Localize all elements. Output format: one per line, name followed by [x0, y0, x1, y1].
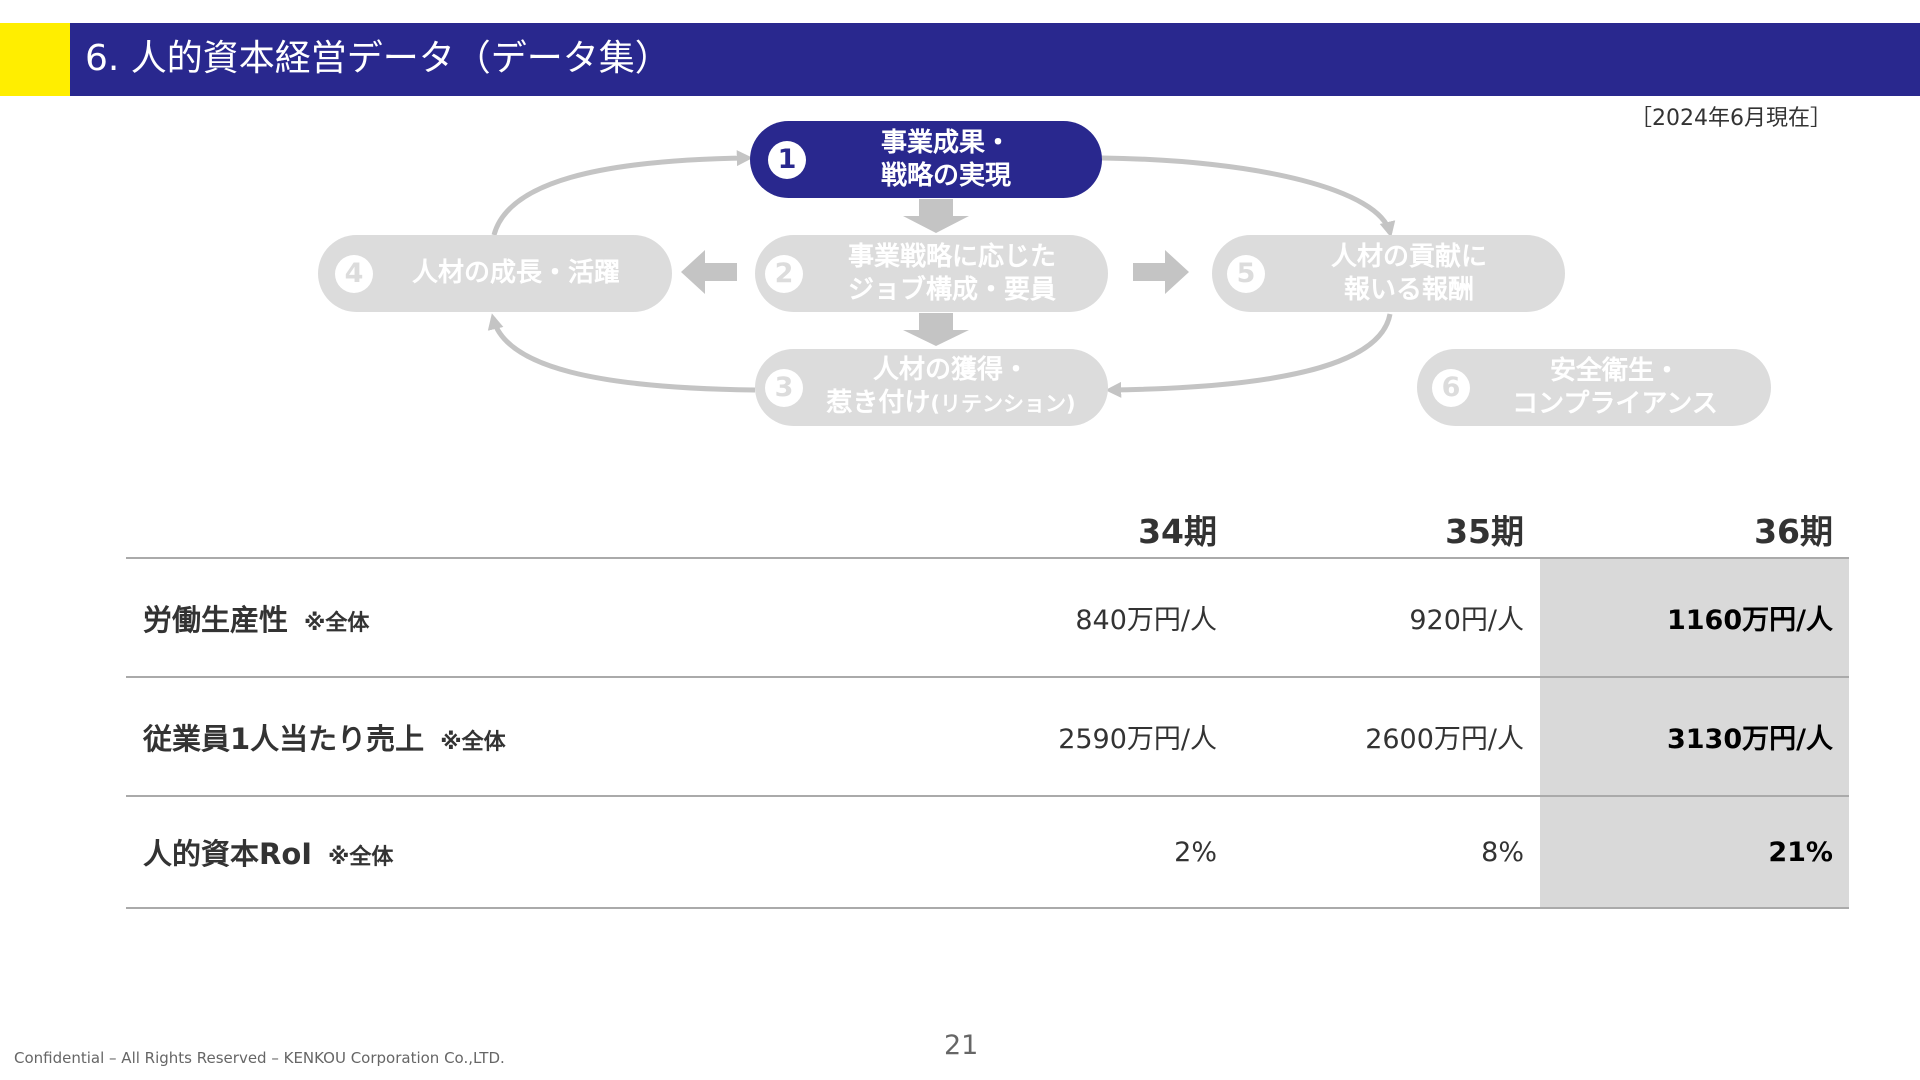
metric-name: 労働生産性	[143, 602, 289, 637]
metric-label: 従業員1人当たり売上 ※全体	[126, 677, 926, 797]
node-label-line2: 戦略の実現	[880, 160, 1011, 191]
node-safety-compliance: 6 安全衛生・ コンプライアンス	[1417, 349, 1771, 426]
page-title: 6. 人的資本経営データ（データ集）	[85, 38, 671, 79]
table-cell: 2590万円/人	[926, 677, 1233, 797]
number-badge: 6	[1432, 369, 1470, 407]
as-of-date: ［2024年6月現在］	[1630, 106, 1832, 131]
number-badge: 2	[765, 255, 803, 293]
arrow-5-to-3	[1105, 313, 1393, 398]
table-cell: 840万円/人	[926, 558, 1233, 678]
table-cell: 2600万円/人	[1233, 677, 1540, 797]
node-business-results: 1 事業成果・ 戦略の実現	[750, 121, 1102, 198]
number-badge: 3	[765, 369, 803, 407]
table-cell: 920円/人	[1233, 558, 1540, 678]
table-cell: 8%	[1233, 796, 1540, 909]
arrow-2-to-4	[681, 250, 737, 294]
header-metric	[126, 500, 926, 559]
node-talent-growth: 4 人材の成長・活躍	[318, 235, 672, 312]
table-cell-highlight: 21%	[1540, 796, 1849, 909]
arrow-2-to-5	[1133, 250, 1189, 294]
table-cell: 2%	[926, 796, 1233, 909]
node-label-line2: 報いる報酬	[1343, 274, 1474, 305]
node-label: 人材の獲得・ 惹き付け(リテンション)	[801, 349, 1101, 426]
number-badge: 1	[768, 141, 806, 179]
column-header: 34期	[926, 500, 1233, 559]
table-row: 従業員1人当たり売上 ※全体 2590万円/人 2600万円/人 3130万円/人	[126, 677, 1849, 797]
header-bar	[70, 23, 1920, 96]
arrow-2-to-3	[903, 313, 969, 346]
metric-note: ※全体	[304, 610, 370, 636]
node-compensation: 5 人材の貢献に 報いる報酬	[1212, 235, 1565, 312]
arrow-3-to-4	[487, 313, 756, 393]
node-label-line1: 事業成果・	[880, 127, 1011, 158]
node-label: 安全衛生・ コンプライアンス	[1475, 349, 1755, 426]
column-header: 35期	[1233, 500, 1540, 559]
confidential-notice: Confidential – All Rights Reserved – KEN…	[14, 1049, 505, 1067]
node-label-line2: コンプライアンス	[1512, 388, 1718, 419]
node-label-line2-sub: (リテンション)	[930, 392, 1076, 416]
node-label: 事業成果・ 戦略の実現	[810, 121, 1082, 198]
number-badge: 4	[335, 255, 373, 293]
node-label-line1: 事業戦略に応じた	[847, 241, 1056, 272]
metric-name: 従業員1人当たり売上	[143, 721, 425, 756]
page-number: 21	[944, 1030, 979, 1061]
table-row: 労働生産性 ※全体 840万円/人 920円/人 1160万円/人	[126, 558, 1849, 678]
node-label-line2: 惹き付け	[826, 388, 931, 418]
node-label: 人材の成長・活躍	[380, 235, 652, 312]
metric-label: 人的資本RoI ※全体	[126, 796, 926, 909]
table-cell-highlight: 3130万円/人	[1540, 677, 1849, 797]
node-label-line1: 人材の獲得・	[872, 355, 1029, 385]
metric-name: 人的資本RoI	[143, 837, 313, 871]
node-talent-acquisition: 3 人材の獲得・ 惹き付け(リテンション)	[755, 349, 1108, 426]
metric-note: ※全体	[328, 845, 394, 870]
arrow-4-to-1	[491, 150, 753, 236]
hr-capital-data-table: 34期 35期 36期 労働生産性 ※全体 840万円/人 920円/人 1160…	[126, 500, 1849, 909]
table-header-row: 34期 35期 36期	[126, 500, 1849, 559]
metric-note: ※全体	[440, 729, 506, 755]
node-label-line1: 人材の成長・活躍	[411, 258, 620, 288]
column-header: 36期	[1540, 500, 1849, 559]
arrow-1-to-2	[903, 199, 969, 233]
metric-label: 労働生産性 ※全体	[126, 558, 926, 678]
node-label: 人材の貢献に 報いる報酬	[1270, 235, 1548, 312]
table-row: 人的資本RoI ※全体 2% 8% 21%	[126, 796, 1849, 909]
table-cell-highlight: 1160万円/人	[1540, 558, 1849, 678]
header-accent-bar	[0, 23, 70, 96]
node-label: 事業戦略に応じた ジョブ構成・要員	[807, 235, 1097, 312]
node-label-line1: 安全衛生・	[1549, 355, 1680, 386]
node-job-structure: 2 事業戦略に応じた ジョブ構成・要員	[755, 235, 1108, 312]
arrow-1-to-5	[1101, 155, 1396, 238]
node-label-line1: 人材の貢献に	[1330, 241, 1487, 272]
node-label-line2: ジョブ構成・要員	[847, 274, 1056, 305]
number-badge: 5	[1227, 255, 1265, 293]
